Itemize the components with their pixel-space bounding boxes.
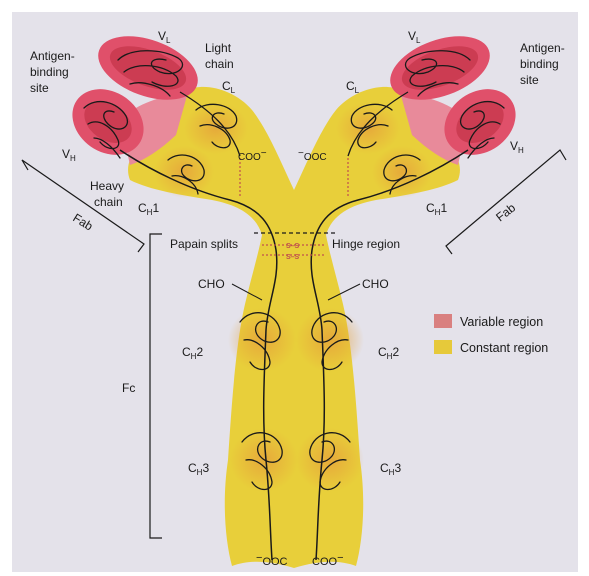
label-cho-right: CHO [362,277,389,291]
svg-text:Antigen-: Antigen- [30,49,75,63]
legend-label-constant: Constant region [460,341,548,355]
svg-text:Heavy: Heavy [90,179,124,193]
svg-text:chain: chain [94,195,123,209]
svg-text:Antigen-: Antigen- [520,41,565,55]
label-hinge-region: Hinge region [332,237,400,251]
legend-swatch-variable [434,314,452,328]
svg-text:Light: Light [205,41,232,55]
svg-text:site: site [30,81,49,95]
hinge-ss-bottom: S–S [286,254,300,261]
diagram-canvas: S–S S–S Antigen- binding site Antigen- b… [12,12,578,572]
svg-text:binding: binding [520,57,559,71]
hinge-ss-top: S–S [286,243,300,250]
label-papain-splits: Papain splits [170,237,238,251]
legend-swatch-constant [434,340,452,354]
svg-text:chain: chain [205,57,234,71]
label-cho-left: CHO [198,277,225,291]
svg-text:binding: binding [30,65,69,79]
svg-text:site: site [520,73,539,87]
label-fc: Fc [122,381,135,395]
legend-label-variable: Variable region [460,315,543,329]
